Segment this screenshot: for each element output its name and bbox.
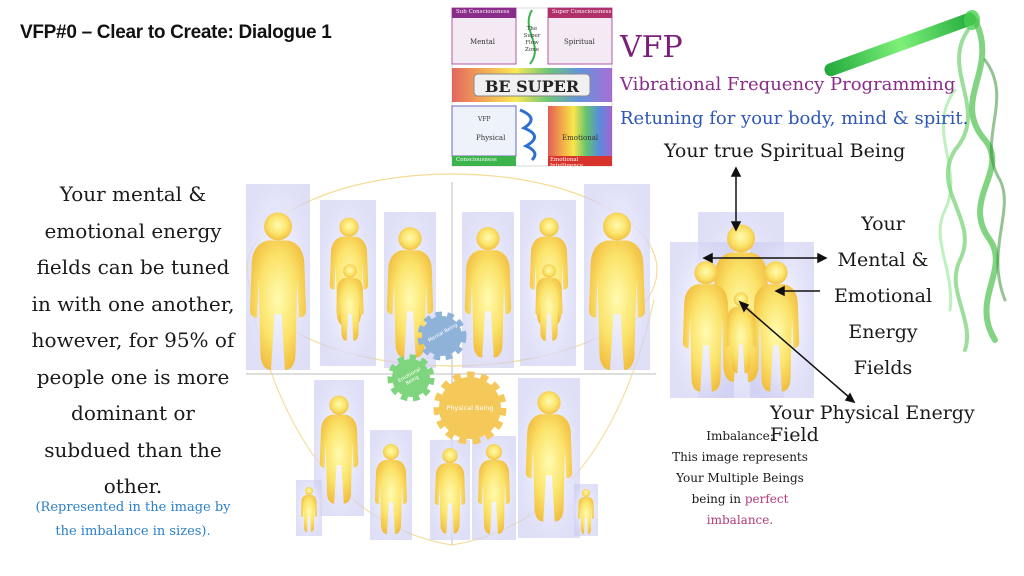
brand-acronym: VFP — [620, 30, 683, 65]
label-line: Emotional — [833, 285, 933, 307]
logo-labels: Sub Consciousness Super Consciousness Me… — [452, 8, 612, 169]
logo-label-vfp: VFP — [478, 116, 491, 123]
label-mental-emotional-fields: Your Mental & Emotional Energy Fields — [818, 206, 948, 386]
label-line: Mental & — [837, 249, 929, 271]
logo-label-emotional: Emotional — [562, 134, 599, 142]
brand-tagline: Retuning for your body, mind & spirit. — [620, 108, 969, 129]
logo-be-super: BE SUPER — [484, 77, 580, 96]
be-super-logo — [451, 7, 613, 167]
label-line: Energy Fields — [848, 321, 918, 379]
logo-label-emotional-intelligence: Emotional Intelligence — [550, 157, 584, 169]
logo-label-consciousness: Consciousness — [456, 157, 497, 163]
logo-label-sub-consciousness: Sub Consciousness — [456, 9, 510, 15]
gear-label-physical: Physical Being — [446, 404, 494, 412]
caption-text: being in — [691, 492, 741, 506]
gear-mental-icon — [417, 311, 467, 361]
caption-line: Your Multiple Beings — [676, 471, 804, 485]
logo-label-mental: Mental — [470, 38, 496, 46]
brand-name: Vibrational Frequency Programming — [620, 74, 956, 95]
label-spiritual-being: Your true Spiritual Being — [664, 140, 906, 162]
description-text: Your mental & emotional energy fields ca… — [31, 182, 235, 498]
description-note: (Represented in the image by the imbalan… — [35, 500, 231, 539]
caption-line: This image represents — [672, 450, 808, 464]
green-smoke-icon — [938, 17, 1007, 352]
gear-physical-icon — [433, 371, 507, 445]
imbalance-caption: Imbalance: This image represents Your Mu… — [660, 426, 820, 531]
label-line: Your — [861, 213, 905, 235]
caption-highlight: perfect imbalance. — [706, 492, 789, 527]
gear-emotional-icon — [387, 354, 435, 402]
pointer-arrows — [702, 166, 856, 404]
logo-label-physical: Physical — [476, 134, 506, 142]
caption-line: being in perfect imbalance. — [660, 489, 820, 531]
logo-label-spiritual: Spiritual — [564, 38, 595, 46]
caption-line: Imbalance: — [706, 429, 774, 443]
page-title: VFP#0 – Clear to Create: Dialogue 1 — [20, 22, 332, 43]
logo-label-flow-zone: The Super Flow Zone — [523, 26, 541, 53]
test-tube-icon — [824, 10, 980, 77]
multiple-beings-diagram — [246, 173, 658, 546]
label-physical-energy-field: Your Physical Energy Field — [770, 402, 975, 446]
logo-label-super-consciousness: Super Consciousness — [552, 9, 612, 15]
